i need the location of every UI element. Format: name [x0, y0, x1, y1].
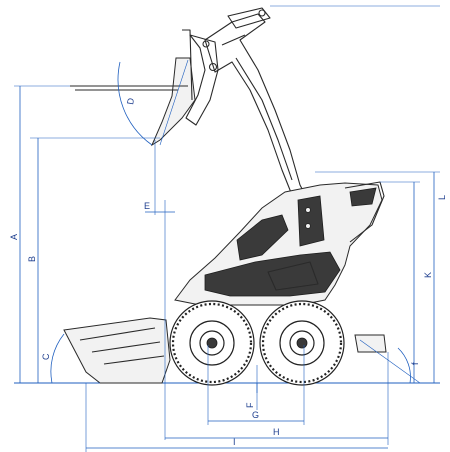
- front-wheel: [169, 300, 255, 386]
- label-D: D: [125, 97, 136, 106]
- arm-pivot-plate: [227, 7, 271, 29]
- D-arc: [117, 61, 153, 146]
- dimension-labels: A B C D E F G H I K L f: [9, 97, 447, 447]
- label-H: H: [273, 427, 280, 437]
- dimension-lines: [14, 5, 440, 452]
- f-arc: [397, 347, 411, 384]
- lowered-bucket: [63, 317, 171, 384]
- C-arc: [50, 333, 65, 384]
- arm-pivot-pin: [258, 9, 266, 17]
- front-arm: [185, 34, 219, 126]
- label-I: I: [233, 437, 236, 447]
- raised-bucket-back: [182, 29, 193, 101]
- raised-bucket: [150, 57, 196, 147]
- rear-wheel: [259, 300, 345, 386]
- label-B: B: [27, 256, 37, 262]
- hood-stripe: [349, 187, 377, 207]
- tilt-pivot: [202, 40, 210, 48]
- label-f: f: [410, 362, 420, 365]
- panel-knob-2: [305, 223, 311, 229]
- engine-cover: [344, 181, 385, 243]
- bucket-pivot: [208, 62, 218, 72]
- label-C: C: [41, 353, 51, 360]
- control-panel: [297, 195, 325, 247]
- label-K: K: [423, 272, 433, 278]
- lowered-bucket-lines: [79, 327, 165, 365]
- f-ref: [359, 339, 421, 384]
- label-L: L: [437, 195, 447, 200]
- D-ref: [159, 59, 189, 146]
- side-panel-dark: [236, 214, 289, 261]
- label-F: F: [245, 402, 255, 408]
- rear-hitch: [354, 334, 387, 353]
- label-E: E: [144, 201, 150, 211]
- panel-knob-1: [305, 207, 311, 213]
- lift-arm-inner: [221, 34, 293, 181]
- mini-loader-machine: [63, 7, 387, 386]
- lift-arm: [204, 13, 309, 206]
- label-A: A: [9, 234, 19, 240]
- label-G: G: [252, 410, 259, 420]
- body-window: [267, 261, 319, 291]
